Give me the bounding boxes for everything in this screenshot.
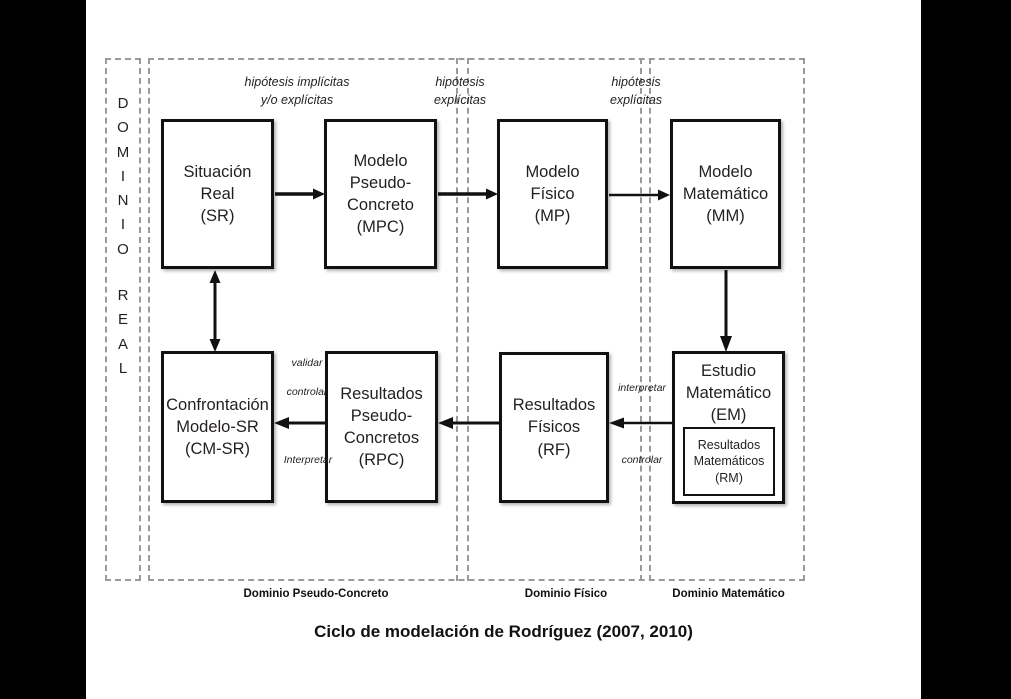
edge-label-interpretar-rpc: Interpretar xyxy=(273,453,343,468)
node-line: Concreto xyxy=(347,196,414,214)
node-line: Matemático xyxy=(685,384,772,403)
node-line: (MP) xyxy=(534,207,571,226)
node-line: (SR) xyxy=(200,207,235,226)
node-line: Modelo xyxy=(525,162,580,181)
node-line: (EM) xyxy=(710,406,747,425)
dashed-frame-dominio-real xyxy=(105,58,141,581)
edge-label-sr-to-mpc: hipótesis implícitas y/o explícitas xyxy=(217,73,377,109)
node-resultados-matematicos[interactable]: Resultados Matemáticos (RM) xyxy=(683,427,775,496)
arrow-mpc-to-mp xyxy=(438,186,500,202)
dominio-letter: I xyxy=(120,216,126,234)
letterbox-left xyxy=(0,0,86,699)
dominio-letter: D xyxy=(117,95,129,112)
node-modelo-pseudo-concreto[interactable]: Modelo Pseudo- Concreto (MPC) xyxy=(324,119,437,269)
node-line: Estudio xyxy=(700,362,757,380)
arrow-situacion-real-confrontacion-bidirectional xyxy=(207,270,223,352)
node-line: Modelo-SR xyxy=(176,417,259,436)
node-situacion-real[interactable]: Situación Real (SR) xyxy=(161,119,274,269)
edge-label-line: hipótesis xyxy=(611,75,661,89)
real-letter: E xyxy=(117,311,128,329)
edge-label-line: explícitas xyxy=(433,93,487,108)
node-line: Pseudo- xyxy=(349,173,412,192)
dominio-letter: O xyxy=(117,119,129,137)
edge-label-line: validar xyxy=(291,357,323,369)
dominio-letter: O xyxy=(117,240,129,258)
real-letter: A xyxy=(117,335,128,353)
node-line: Pseudo- xyxy=(350,406,413,425)
node-confrontacion-modelo-sr[interactable]: Confrontación Modelo-SR (CM-SR) xyxy=(161,351,274,503)
node-modelo-matematico[interactable]: Modelo Matemático (MM) xyxy=(670,119,781,269)
edge-label-line: hipótesis xyxy=(435,75,485,89)
node-line: Matemáticos xyxy=(693,454,765,469)
node-line: Concretos xyxy=(343,429,420,447)
node-line: Resultados xyxy=(512,396,596,415)
edge-label-interpretar-em: interpretar xyxy=(610,381,674,396)
real-letter: R xyxy=(117,287,129,305)
node-resultados-fisicos[interactable]: Resultados Físicos (RF) xyxy=(499,352,609,503)
edge-label-line: explícitas xyxy=(609,93,663,108)
node-resultados-pseudo-concretos[interactable]: Resultados Pseudo- Concretos (RPC) xyxy=(325,351,438,503)
edge-label-line: y/o explícitas xyxy=(260,93,334,108)
edge-label-validar: validar xyxy=(278,356,336,371)
node-line: (RPC) xyxy=(358,451,405,470)
dominio-real-label: D O M I N I O R E A L xyxy=(105,92,141,381)
real-letter: L xyxy=(118,359,128,377)
edge-label-line: controlar xyxy=(621,454,663,466)
node-line: Físico xyxy=(530,184,575,203)
node-line: (MM) xyxy=(706,207,745,226)
dominio-letter: N xyxy=(117,192,129,210)
node-line: Real xyxy=(200,184,235,203)
node-line: (MPC) xyxy=(356,218,405,237)
figure-caption: Ciclo de modelación de Rodríguez (2007, … xyxy=(314,622,693,641)
node-line: Modelo xyxy=(353,151,408,170)
edge-label-line: Interpretar xyxy=(283,454,333,466)
node-line: Físicos xyxy=(527,418,581,437)
domain-caption-fisico: Dominio Físico xyxy=(524,588,608,600)
edge-label-controlar-rpc: controlar xyxy=(276,385,338,400)
letterbox-right xyxy=(921,0,1011,699)
arrow-sr-to-mpc xyxy=(275,186,327,202)
node-line: Confrontación xyxy=(166,395,269,414)
figure-canvas: D O M I N I O R E A L Situación Real (SR… xyxy=(86,0,921,699)
node-line: (RF) xyxy=(537,440,571,459)
arrow-mm-to-em-down xyxy=(718,270,734,352)
edge-label-mpc-to-mp: hipótesis explícitas xyxy=(405,73,515,109)
arrow-rpc-to-cmsr xyxy=(274,415,328,431)
node-line: Situación xyxy=(183,162,252,181)
edge-label-line: interpretar xyxy=(618,382,666,394)
edge-label-line: hipótesis implícitas xyxy=(244,75,350,89)
node-line: (CM-SR) xyxy=(184,440,251,459)
arrow-rf-to-rpc xyxy=(438,415,501,431)
edge-label-mp-to-mm: hipótesis explícitas xyxy=(581,73,691,109)
node-line: Matemático xyxy=(682,184,769,203)
dashed-divider-fisico-left xyxy=(467,58,469,581)
dashed-divider-pseudo-right xyxy=(456,58,458,581)
node-modelo-fisico[interactable]: Modelo Físico (MP) xyxy=(497,119,608,269)
arrow-em-to-rf xyxy=(609,415,673,431)
edge-label-controlar-em: controlar xyxy=(611,453,673,468)
node-line: (RM) xyxy=(715,470,743,485)
node-line: Resultados xyxy=(697,437,761,452)
domain-caption-matematico: Dominio Matemático xyxy=(672,588,785,600)
node-line: Resultados xyxy=(340,384,423,403)
domain-caption-pseudo-concreto: Dominio Pseudo-Concreto xyxy=(243,588,389,600)
node-line: Modelo xyxy=(698,162,753,181)
dominio-letter: M xyxy=(116,143,130,161)
dominio-letter: I xyxy=(120,167,126,185)
dashed-frame-outer-domains xyxy=(148,58,805,581)
dashed-divider-fisico-right xyxy=(640,58,642,581)
arrow-mp-to-mm xyxy=(609,187,672,203)
dashed-divider-matematico-left xyxy=(649,58,651,581)
edge-label-line: controlar xyxy=(286,386,328,398)
